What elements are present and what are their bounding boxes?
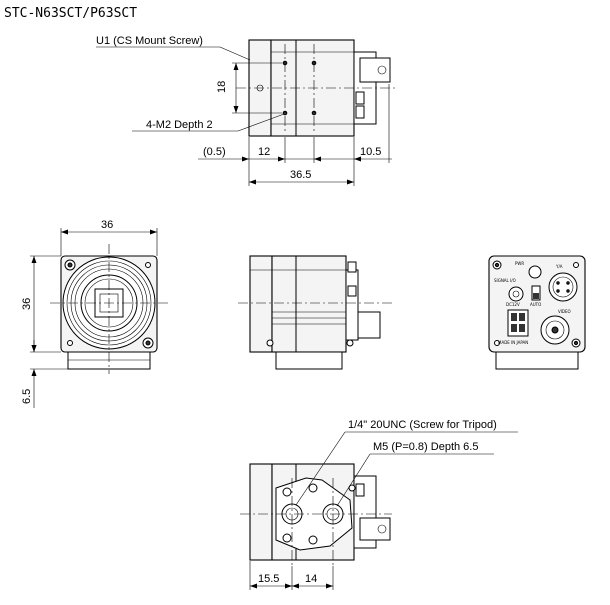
top-view: U1 (CS Mount Screw) 4-M2 Depth 2 18 (0.5…	[96, 35, 396, 186]
label-tripod: 1/4" 20UNC (Screw for Tripod)	[348, 419, 497, 431]
label-m2: 4-M2 Depth 2	[146, 119, 213, 131]
signal-connector	[508, 286, 524, 302]
label-u1: U1 (CS Mount Screw)	[96, 35, 203, 47]
rear-label-dc: DC12V	[506, 302, 520, 307]
bottom-view: 1/4" 20UNC (Screw for Tripod) M5 (P=0.8)…	[240, 419, 518, 590]
dim-front-36h: 36	[21, 298, 33, 310]
rear-label-made: MADE IN JAPAN	[498, 340, 528, 345]
rear-label-video: VIDEO	[558, 309, 571, 314]
dim-bottom-155: 15.5	[258, 573, 279, 585]
dim-bottom-14: 14	[305, 573, 317, 585]
side-view-body	[271, 255, 347, 353]
dim-front-36w: 36	[101, 219, 113, 231]
rear-label-pwr: PWR	[515, 261, 524, 266]
dim-top-365: 36.5	[290, 169, 311, 181]
dim-top-18: 18	[216, 81, 228, 93]
rear-label-signal: SIGNAL I/O	[494, 278, 516, 283]
dim-top-105: 10.5	[360, 146, 381, 158]
dim-top-05: (0.5)	[203, 146, 226, 158]
side-view-mount	[249, 255, 273, 353]
bottom-view-connector	[359, 517, 391, 541]
dim-top-12: 12	[258, 146, 270, 158]
dim-front-65: 6.5	[21, 389, 33, 404]
side-view	[238, 255, 392, 370]
top-view-connector	[359, 57, 391, 83]
front-view: 36 36 6.5	[21, 219, 168, 408]
label-m5: M5 (P=0.8) Depth 6.5	[373, 441, 478, 453]
rear-label-ya: Y/A	[555, 264, 563, 269]
side-view-connector	[357, 311, 381, 339]
rear-label-auto: AUTO	[530, 302, 541, 307]
rear-view: PWR SIGNAL I/O Y/A AUTO DC12V VIDEO MADE…	[488, 255, 586, 370]
power-led	[528, 265, 542, 279]
drawing-title: STC-N63SCT/P63SCT	[4, 6, 137, 21]
bottom-view-mount	[249, 463, 273, 561]
